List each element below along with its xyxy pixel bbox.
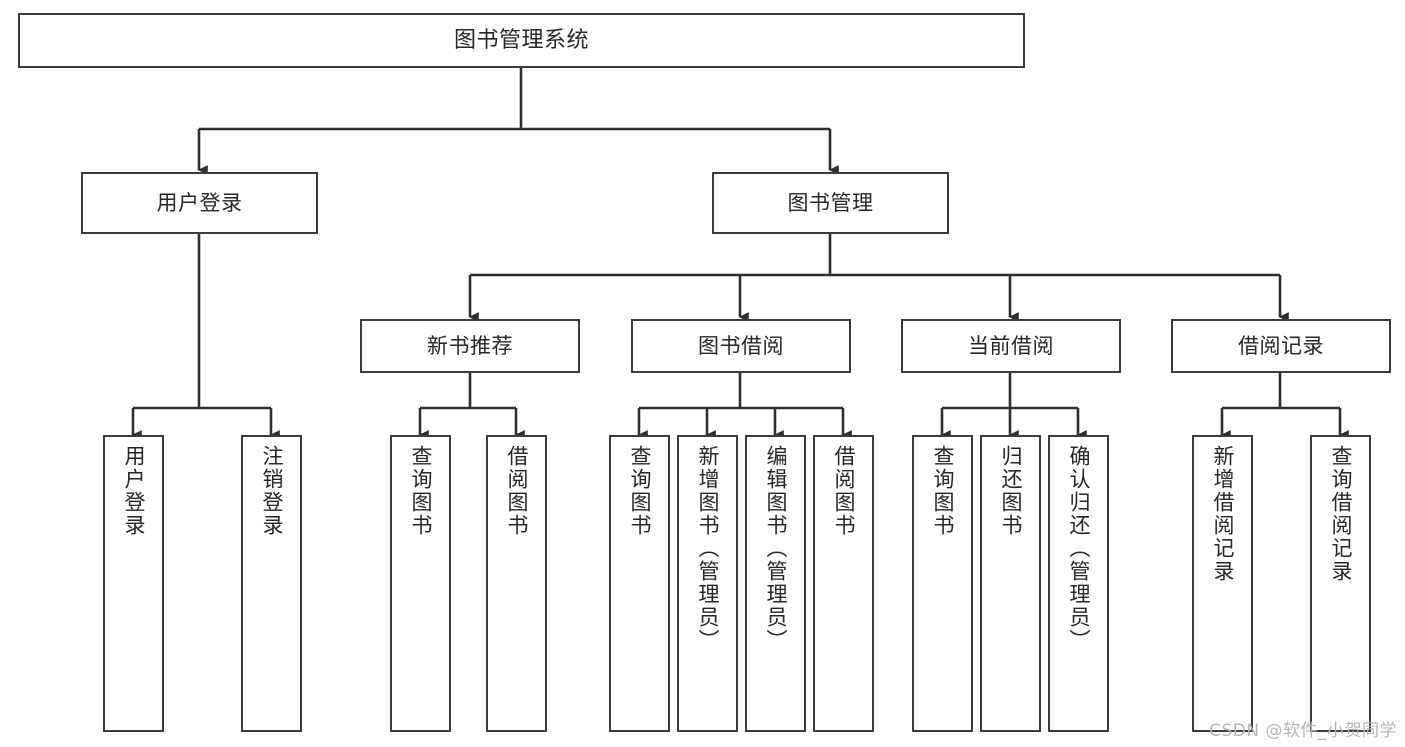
leaf-borrow-add-book[interactable]: 新增图书（管理员） — [677, 435, 738, 732]
node-label: 借阅记录 — [1238, 333, 1324, 358]
node-label: 新增借阅记录 — [1210, 445, 1235, 583]
leaf-user-login-logout[interactable]: 注销登录 — [241, 435, 302, 732]
leaf-new-book-query[interactable]: 查询图书 — [390, 435, 451, 732]
node-label: 确认归还（管理员） — [1066, 445, 1091, 652]
node-label: 借阅图书 — [504, 445, 529, 537]
node-book-borrow[interactable]: 图书借阅 — [631, 319, 851, 373]
node-user-login[interactable]: 用户登录 — [81, 172, 318, 234]
node-label: 编辑图书（管理员） — [763, 445, 788, 652]
leaf-record-query-record[interactable]: 查询借阅记录 — [1310, 435, 1371, 732]
node-book-management[interactable]: 图书管理 — [712, 172, 949, 234]
node-label: 图书管理系统 — [453, 27, 589, 53]
node-label: 借阅图书 — [831, 445, 856, 537]
node-label: 查询图书 — [930, 445, 955, 537]
node-label: 新增图书（管理员） — [695, 445, 720, 652]
node-current-borrow[interactable]: 当前借阅 — [901, 319, 1121, 373]
node-label: 图书借阅 — [698, 333, 784, 358]
node-label: 查询借阅记录 — [1328, 445, 1353, 583]
leaf-borrow-query-book[interactable]: 查询图书 — [609, 435, 670, 732]
leaf-current-query-book[interactable]: 查询图书 — [912, 435, 973, 732]
leaf-borrow-edit-book[interactable]: 编辑图书（管理员） — [745, 435, 806, 732]
leaf-record-add-record[interactable]: 新增借阅记录 — [1192, 435, 1253, 732]
leaf-current-confirm-return[interactable]: 确认归还（管理员） — [1048, 435, 1109, 732]
leaf-user-login-login[interactable]: 用户登录 — [103, 435, 164, 732]
node-new-book-recommend[interactable]: 新书推荐 — [360, 319, 580, 373]
node-label: 用户登录 — [121, 445, 146, 537]
node-label: 新书推荐 — [427, 333, 513, 358]
node-label: 查询图书 — [627, 445, 652, 537]
leaf-current-return-book[interactable]: 归还图书 — [980, 435, 1041, 732]
node-label: 用户登录 — [156, 190, 243, 215]
node-label: 查询图书 — [408, 445, 433, 537]
node-root-system[interactable]: 图书管理系统 — [18, 13, 1025, 68]
node-borrow-record[interactable]: 借阅记录 — [1171, 319, 1391, 373]
node-label: 图书管理 — [787, 190, 874, 215]
leaf-new-book-borrow[interactable]: 借阅图书 — [486, 435, 547, 732]
node-label: 注销登录 — [259, 445, 284, 537]
leaf-borrow-borrow-book[interactable]: 借阅图书 — [813, 435, 874, 732]
node-label: 当前借阅 — [968, 333, 1054, 358]
node-label: 归还图书 — [998, 445, 1023, 537]
